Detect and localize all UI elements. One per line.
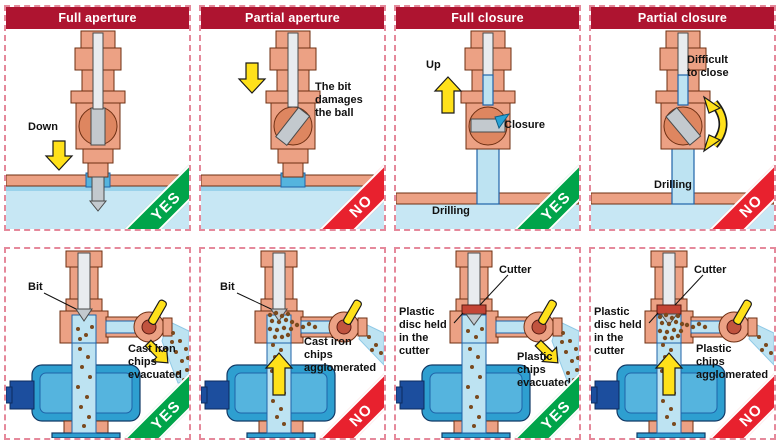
drill-bit-icon <box>88 200 108 212</box>
bit-leader-line <box>43 292 77 310</box>
chips-label: Cast iron chips agglomerated <box>304 336 377 374</box>
panel-body: The bit damages the ball NO <box>201 29 384 229</box>
flow-channel <box>71 340 97 434</box>
disc-leader-line <box>648 312 659 324</box>
flow-arrow-icon <box>144 339 169 364</box>
valve-handle-icon <box>733 299 752 326</box>
cutter-leader-line <box>674 274 704 306</box>
cutter-tip <box>465 313 483 326</box>
panel-header: Full aperture <box>6 7 189 29</box>
panel-header: Partial closure <box>591 7 774 29</box>
panel-full-closure: Full closure Up <box>394 5 581 231</box>
panel-body: Bit Cast iron chips evacuated YES <box>6 249 189 438</box>
closure-label: Closure <box>504 119 545 131</box>
panel-partial-aperture: Partial aperture <box>199 5 386 231</box>
full-closure-diagram <box>396 30 579 229</box>
cast-iron-agglomerated-diagram <box>201 250 384 438</box>
side-connector <box>204 380 230 410</box>
down-arrow-icon <box>44 140 74 171</box>
panel-full-aperture: Full aperture <box>4 5 191 231</box>
drill-string <box>467 252 481 306</box>
panel-header: Partial aperture <box>201 7 384 29</box>
drill-string <box>272 252 286 310</box>
drilling-label: Drilling <box>432 205 470 217</box>
casing-pipe <box>476 146 500 205</box>
panel-cast-iron-agglomerated: Bit Cast iron chips agglomerated NO <box>199 247 386 440</box>
panel-plastic-agglomerated: Cutter Plastic disc held in the cutter P… <box>589 247 776 440</box>
flow-channel <box>461 340 487 434</box>
bit-label: Bit <box>220 281 235 293</box>
bit-leader-line <box>236 292 272 310</box>
curved-arrow-icon <box>702 95 728 153</box>
cutter <box>461 304 487 315</box>
up-arrow-icon <box>264 352 294 396</box>
valve-handle-icon <box>538 299 557 326</box>
disc-leader-line <box>453 312 464 324</box>
drill-string <box>287 32 299 108</box>
panel-cast-iron-evacuated: Bit Cast iron chips evacuated YES <box>4 247 191 440</box>
disc-label: Plastic disc held in the cutter <box>399 306 447 357</box>
drill-string <box>482 32 494 76</box>
damage-note-label: The bit damages the ball <box>315 81 363 119</box>
down-arrow-icon <box>237 62 267 94</box>
up-arrow-icon <box>433 76 463 114</box>
side-connector <box>594 380 620 410</box>
cutter-label: Cutter <box>694 264 727 276</box>
panel-body: Cutter Plastic disc held in the cutter P… <box>591 249 774 438</box>
closure-arrow-icon <box>494 113 511 130</box>
panel-body: Bit Cast iron chips agglomerated NO <box>201 249 384 438</box>
panel-body: Cutter Plastic disc held in the cutter P… <box>396 249 579 438</box>
valve-handle-icon <box>343 299 362 326</box>
cutter <box>656 304 682 315</box>
up-arrow-icon <box>654 352 684 396</box>
drilling-label: Drilling <box>654 179 692 191</box>
side-connector <box>399 380 425 410</box>
side-connector <box>9 380 35 410</box>
cutter-leader-line <box>479 274 509 306</box>
cast-iron-evacuated-diagram <box>6 250 189 438</box>
flow-arrow-icon <box>534 339 559 364</box>
up-label: Up <box>426 59 441 71</box>
plastic-evacuated-diagram <box>396 250 579 438</box>
difficult-note-label: Difficult to close <box>687 54 729 79</box>
casing-pipe <box>671 146 695 205</box>
panel-body: Up Closure Drilling YES <box>396 29 579 229</box>
chips-label: Plastic chips evacuated <box>517 351 571 389</box>
panel-header: Full closure <box>396 7 579 29</box>
drill-string <box>662 252 676 306</box>
chips-label: Cast iron chips evacuated <box>128 343 182 381</box>
panel-body: Difficult to close Drilling NO <box>591 29 774 229</box>
panel-body: Down YES <box>6 29 189 229</box>
bit-label: Bit <box>28 281 43 293</box>
plastic-agglomerated-diagram <box>591 250 774 438</box>
drill-string <box>92 32 104 110</box>
drill-bit-icon <box>75 308 93 322</box>
chips-label: Plastic chips agglomerated <box>696 343 769 381</box>
valve-handle-icon <box>148 299 167 326</box>
panel-plastic-evacuated: Cutter Plastic disc held in the cutter P… <box>394 247 581 440</box>
panel-partial-closure: Partial closure <box>589 5 776 231</box>
disc-label: Plastic disc held in the cutter <box>594 306 642 357</box>
cutter-label: Cutter <box>499 264 532 276</box>
full-aperture-diagram <box>6 30 189 229</box>
down-label: Down <box>28 121 58 133</box>
drill-string <box>77 252 91 310</box>
